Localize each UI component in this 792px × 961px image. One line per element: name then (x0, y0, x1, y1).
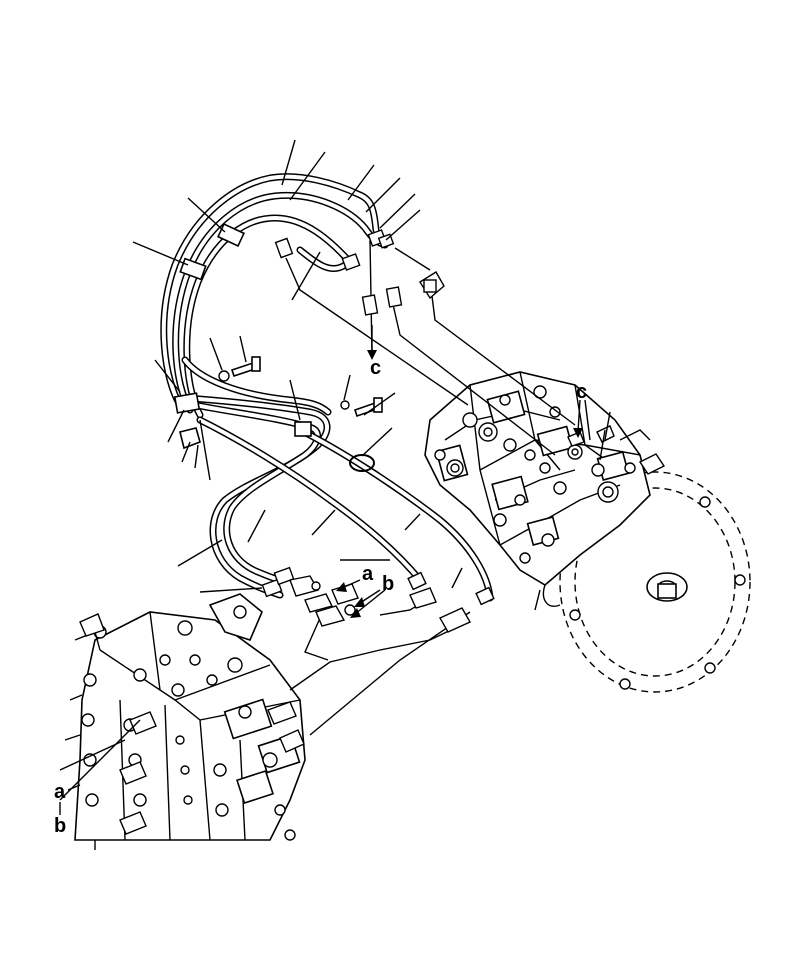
label-c-right: c (576, 381, 587, 403)
clamp-upper (217, 222, 245, 248)
label-b-upper: b (382, 573, 394, 595)
leader-lines (59, 139, 611, 815)
hose-bundle (160, 173, 494, 602)
hose-upper-3 (183, 214, 354, 419)
pump-body (424, 371, 651, 586)
clamp-lower (173, 392, 201, 414)
label-a-upper: a (362, 563, 374, 585)
label-b-left: b (54, 815, 66, 837)
fittings (79, 229, 666, 835)
bolts (218, 356, 383, 418)
flywheel-housing (559, 471, 751, 693)
spacer-block (179, 427, 201, 450)
label-a-left: a (54, 781, 66, 803)
routing-lines (285, 239, 576, 736)
control-valve-assembly (64, 593, 306, 850)
housing-lugs (569, 486, 746, 690)
main-pump-assembly (424, 371, 751, 693)
hose-clamps (173, 222, 375, 472)
callout-labels: c c a b a b (54, 357, 587, 837)
label-c-upper: c (370, 357, 381, 379)
arrows (336, 325, 583, 618)
clip-ring (349, 454, 375, 472)
clamp-mid (294, 421, 312, 437)
